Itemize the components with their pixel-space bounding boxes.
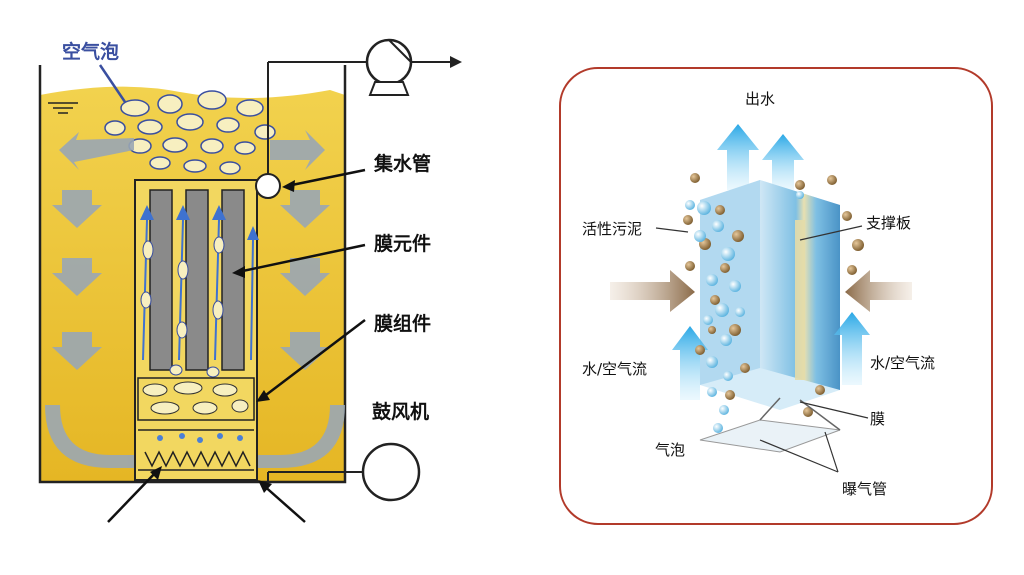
rising-bubble-flows bbox=[140, 205, 259, 360]
aeration-pipe bbox=[699, 397, 841, 453]
label-blower: 鼓风机 bbox=[372, 400, 429, 423]
label-water-air-flow-right: 水/空气流 bbox=[870, 354, 935, 372]
circulation-arrows bbox=[45, 130, 345, 480]
leader-lines bbox=[98, 64, 366, 523]
air-bubbles bbox=[685, 191, 804, 433]
left-inflow-arrow bbox=[610, 270, 695, 312]
bed-bubbles bbox=[142, 381, 249, 415]
label-membrane: 膜 bbox=[870, 410, 885, 428]
element-bubbles bbox=[140, 236, 225, 378]
diffuser-zigzag bbox=[144, 450, 251, 468]
water-out-arrows bbox=[717, 124, 804, 190]
label-support-plate: 支撑板 bbox=[866, 214, 911, 232]
left-mbr-tank-diagram: 空气泡 集水管 膜元件 膜组件 鼓风机 bbox=[38, 38, 462, 523]
label-bubbles: 气泡 bbox=[655, 441, 685, 459]
right-inflow-arrow bbox=[845, 270, 912, 312]
label-water-air-flow-left: 水/空气流 bbox=[582, 360, 647, 378]
membrane-elements bbox=[149, 189, 245, 371]
label-membrane-element: 膜元件 bbox=[373, 232, 431, 255]
suction-pump bbox=[365, 38, 413, 96]
water-air-flow-arrows bbox=[672, 312, 870, 400]
label-collection-pipe: 集水管 bbox=[373, 152, 431, 175]
label-water-out: 出水 bbox=[745, 90, 775, 108]
right-membrane-detail-diagram: 出水 活性污泥 支撑板 水/空气流 水/空气流 膜 气泡 曝气管 bbox=[559, 67, 993, 525]
label-activated-sludge: 活性污泥 bbox=[582, 220, 642, 238]
blower-unit bbox=[361, 442, 421, 502]
collection-pipe-junction bbox=[255, 173, 281, 199]
activated-sludge-particles bbox=[683, 173, 864, 417]
diffuser-bubbles bbox=[157, 433, 243, 443]
effluent-pipe bbox=[267, 61, 450, 180]
label-aeration-pipe: 曝气管 bbox=[842, 480, 887, 498]
right-leader-lines bbox=[655, 225, 869, 473]
label-membrane-module: 膜组件 bbox=[373, 312, 431, 335]
tank-walls bbox=[38, 65, 347, 484]
label-air-bubbles: 空气泡 bbox=[62, 40, 119, 63]
water-level-symbol bbox=[48, 102, 78, 114]
surface-bubble-cluster bbox=[104, 90, 276, 175]
